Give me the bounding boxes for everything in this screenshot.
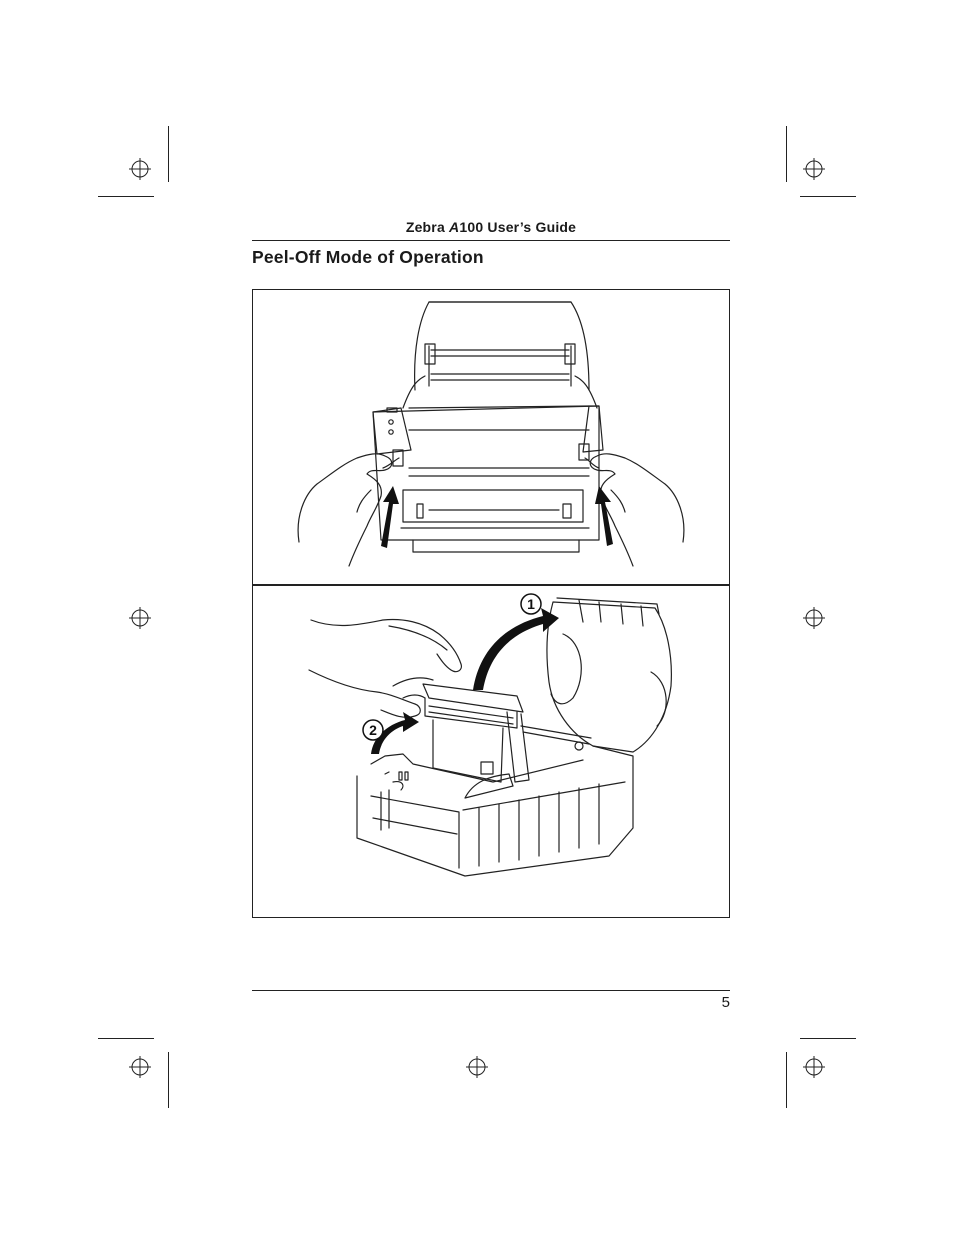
crop-mark-icon xyxy=(98,196,154,197)
crop-mark-icon xyxy=(786,126,787,182)
registration-mark-icon xyxy=(803,1056,825,1078)
registration-mark-icon xyxy=(466,1056,488,1078)
crop-mark-icon xyxy=(786,1052,787,1108)
callout-label-1: 1 xyxy=(527,596,535,612)
up-arrow-icon xyxy=(381,486,399,548)
page-number: 5 xyxy=(700,994,730,1011)
footer-rule xyxy=(252,990,730,991)
printer-open-illustration: 1 2 xyxy=(253,586,729,917)
callout-label-2: 2 xyxy=(369,722,377,738)
crop-mark-icon xyxy=(800,1038,856,1039)
printer-front-illustration xyxy=(253,290,729,584)
registration-mark-icon xyxy=(129,1056,151,1078)
header-prefix: Zebra xyxy=(406,219,449,235)
header-rule xyxy=(252,240,730,241)
registration-mark-icon xyxy=(803,607,825,629)
header-suffix: 100 User’s Guide xyxy=(459,219,576,235)
running-header: Zebra A100 User’s Guide xyxy=(252,219,730,235)
figure-frame: 1 2 xyxy=(252,289,730,918)
registration-mark-icon xyxy=(129,158,151,180)
figure-panel-bottom: 1 2 xyxy=(253,586,729,917)
figure-panel-top xyxy=(253,290,729,584)
section-title: Peel-Off Mode of Operation xyxy=(252,247,484,268)
header-model: A xyxy=(449,219,459,235)
registration-mark-icon xyxy=(129,607,151,629)
crop-mark-icon xyxy=(800,196,856,197)
crop-mark-icon xyxy=(168,126,169,182)
crop-mark-icon xyxy=(168,1052,169,1108)
curved-arrow-icon xyxy=(473,608,559,690)
registration-mark-icon xyxy=(803,158,825,180)
crop-mark-icon xyxy=(98,1038,154,1039)
